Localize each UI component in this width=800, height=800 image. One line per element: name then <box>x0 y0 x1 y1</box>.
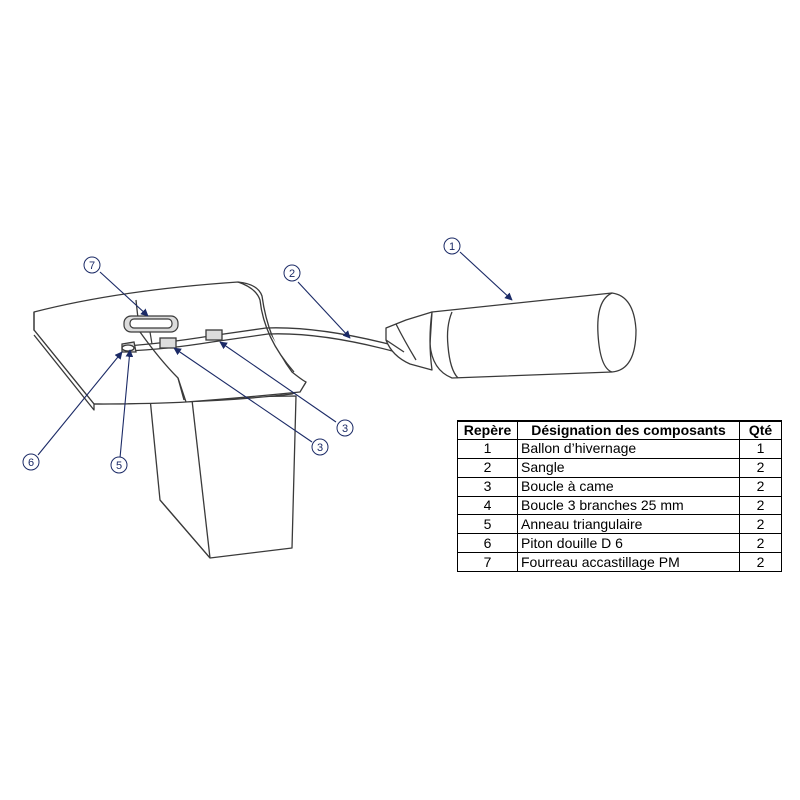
parts-table: Repère Désignation des composants Qté 1 … <box>457 420 782 572</box>
leader-3b <box>173 347 313 443</box>
callout-1: 1 <box>443 237 461 255</box>
fitting-sleeve <box>123 315 179 345</box>
leader-7 <box>99 271 149 317</box>
pontoon-hull <box>149 395 297 559</box>
leader-lines <box>37 251 513 459</box>
callout-3b: 3 <box>311 438 329 456</box>
cell-qty: 2 <box>739 533 782 554</box>
cell-name: Sangle <box>517 457 740 478</box>
cell-qty: 2 <box>739 457 782 478</box>
callout-5: 5 <box>110 456 128 474</box>
svg-text:7: 7 <box>89 260 95 272</box>
cell-name: Boucle 3 branches 25 mm <box>517 495 740 516</box>
cell-qty: 2 <box>739 495 782 516</box>
table-row: 3 Boucle à came 2 <box>457 476 782 497</box>
table-row: 1 Ballon d’hivernage 1 <box>457 439 782 459</box>
cell-qty: 1 <box>739 439 782 459</box>
cell-name: Ballon d’hivernage <box>517 439 740 459</box>
svg-text:5: 5 <box>116 460 122 472</box>
leader-2 <box>297 281 351 339</box>
cell-ref: 3 <box>457 476 518 497</box>
header-designation: Désignation des composants <box>517 420 740 440</box>
leader-6 <box>37 351 123 456</box>
table-row: 7 Fourreau accastillage PM 2 <box>457 552 782 572</box>
table-row: 2 Sangle 2 <box>457 457 782 478</box>
svg-text:1: 1 <box>449 241 455 253</box>
svg-text:6: 6 <box>28 457 34 469</box>
table-row: 5 Anneau triangulaire 2 <box>457 514 782 535</box>
table-row: 4 Boucle 3 branches 25 mm 2 <box>457 495 782 516</box>
svg-text:2: 2 <box>289 268 295 280</box>
cell-qty: 2 <box>739 476 782 497</box>
cell-name: Piton douille D 6 <box>517 533 740 554</box>
callout-7: 7 <box>83 256 101 274</box>
cell-ref: 2 <box>457 457 518 478</box>
callout-3a: 3 <box>336 419 354 437</box>
cell-ref: 5 <box>457 514 518 535</box>
cell-qty: 2 <box>739 552 782 572</box>
callouts: 1 2 3 3 5 6 7 <box>22 237 461 474</box>
cell-ref: 4 <box>457 495 518 516</box>
svg-text:3: 3 <box>317 442 323 454</box>
leader-3a <box>219 341 337 423</box>
header-repere: Repère <box>457 420 518 440</box>
callout-6: 6 <box>22 453 40 471</box>
cell-name: Anneau triangulaire <box>517 514 740 535</box>
cell-ref: 7 <box>457 552 518 572</box>
cell-ref: 1 <box>457 439 518 459</box>
winter-balloon <box>385 292 637 379</box>
table-row: 6 Piton douille D 6 2 <box>457 533 782 554</box>
callout-2: 2 <box>283 264 301 282</box>
leader-1 <box>459 251 513 301</box>
cell-name: Boucle à came <box>517 476 740 497</box>
table-header-row: Repère Désignation des composants Qté <box>457 420 782 440</box>
cell-ref: 6 <box>457 533 518 554</box>
svg-text:3: 3 <box>342 423 348 435</box>
cell-qty: 2 <box>739 514 782 535</box>
header-qte: Qté <box>739 420 782 440</box>
cell-name: Fourreau accastillage PM <box>517 552 740 572</box>
leader-5 <box>119 349 134 459</box>
